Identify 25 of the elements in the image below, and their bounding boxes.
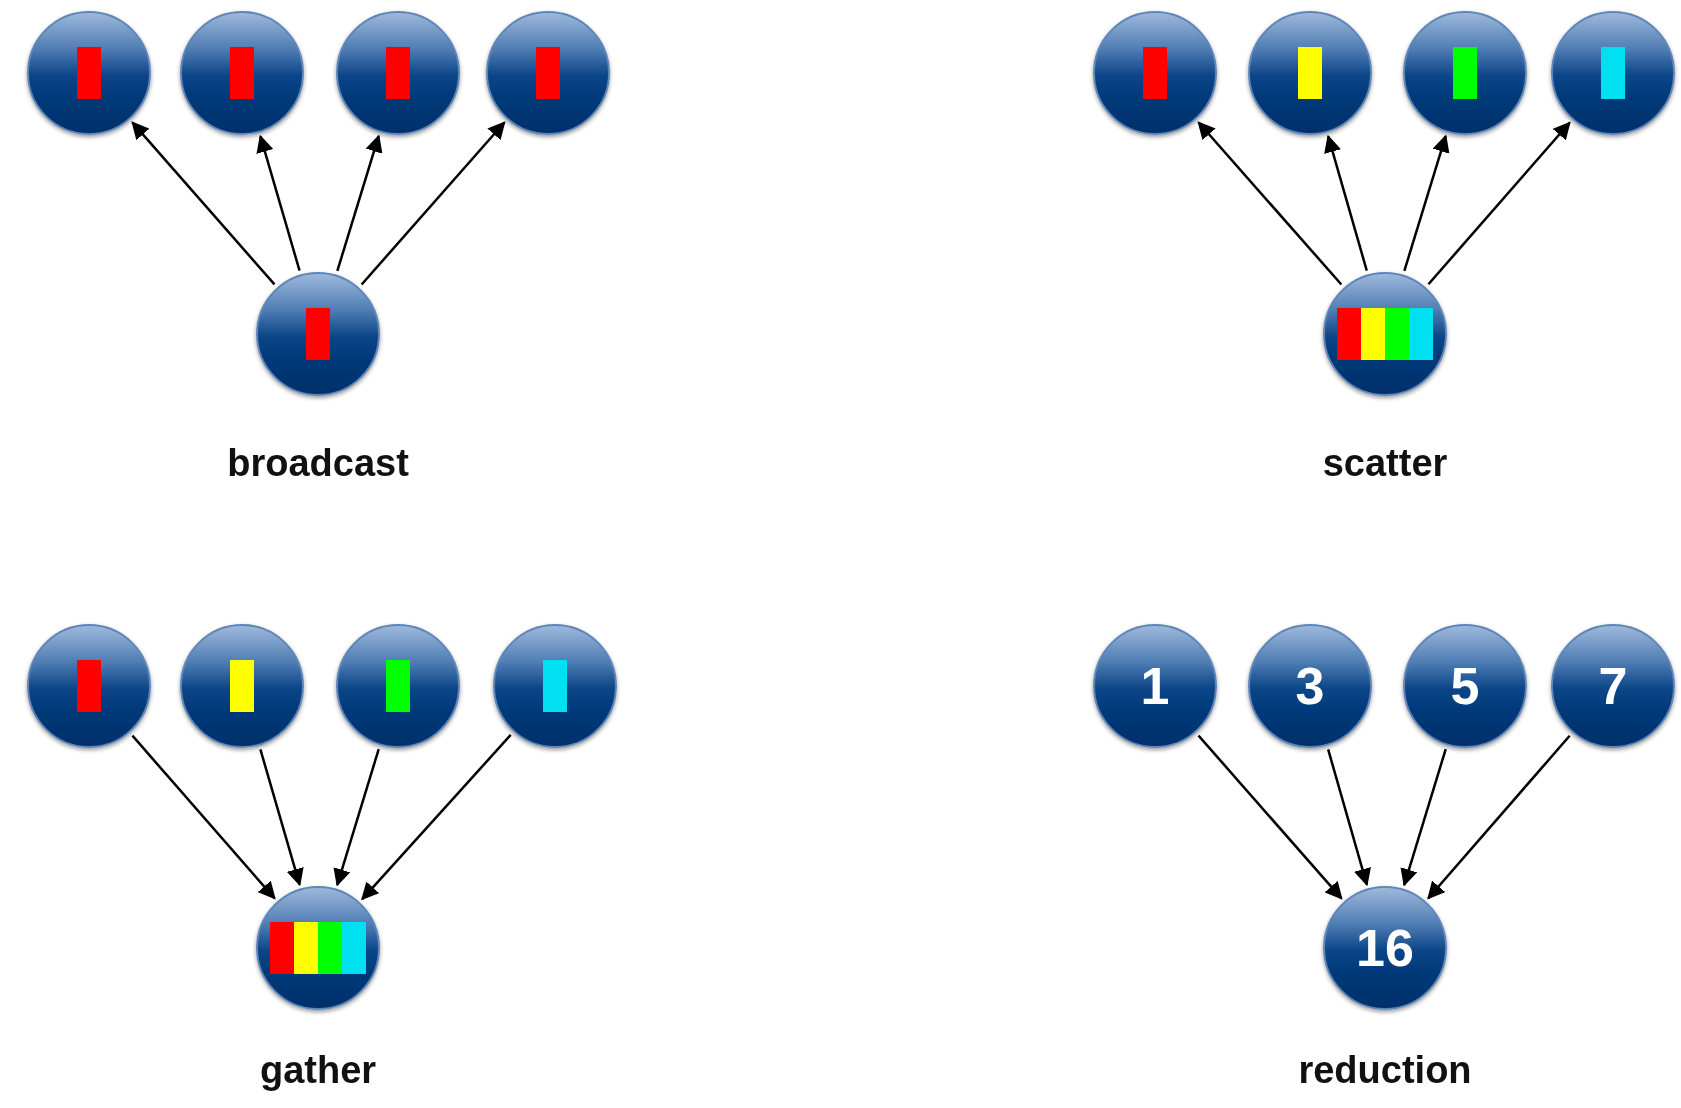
caption-label: gather [259, 1051, 377, 1089]
arrow [361, 734, 512, 901]
caption-label: broadcast [227, 444, 409, 482]
arrow [1324, 134, 1368, 271]
node-value: 16 [1356, 922, 1414, 974]
node-value: 7 [1598, 660, 1628, 712]
arrow [131, 121, 276, 286]
arrow [259, 749, 304, 887]
arrow [1326, 749, 1371, 887]
arrow [360, 121, 506, 286]
arrow [1197, 734, 1343, 900]
node-value: 3 [1295, 660, 1325, 712]
arrow [333, 748, 380, 887]
arrow [256, 134, 301, 271]
node-value: 5 [1450, 660, 1480, 712]
arrow [1427, 734, 1571, 900]
arrow [1400, 748, 1447, 887]
arrow [1197, 121, 1343, 286]
caption-label: scatter [1322, 444, 1448, 482]
arrow [1427, 121, 1571, 286]
arrow [1403, 134, 1450, 272]
node-value: 1 [1140, 660, 1170, 712]
caption-label: reduction [1298, 1051, 1472, 1089]
arrow [131, 734, 276, 900]
arrow [336, 134, 383, 272]
